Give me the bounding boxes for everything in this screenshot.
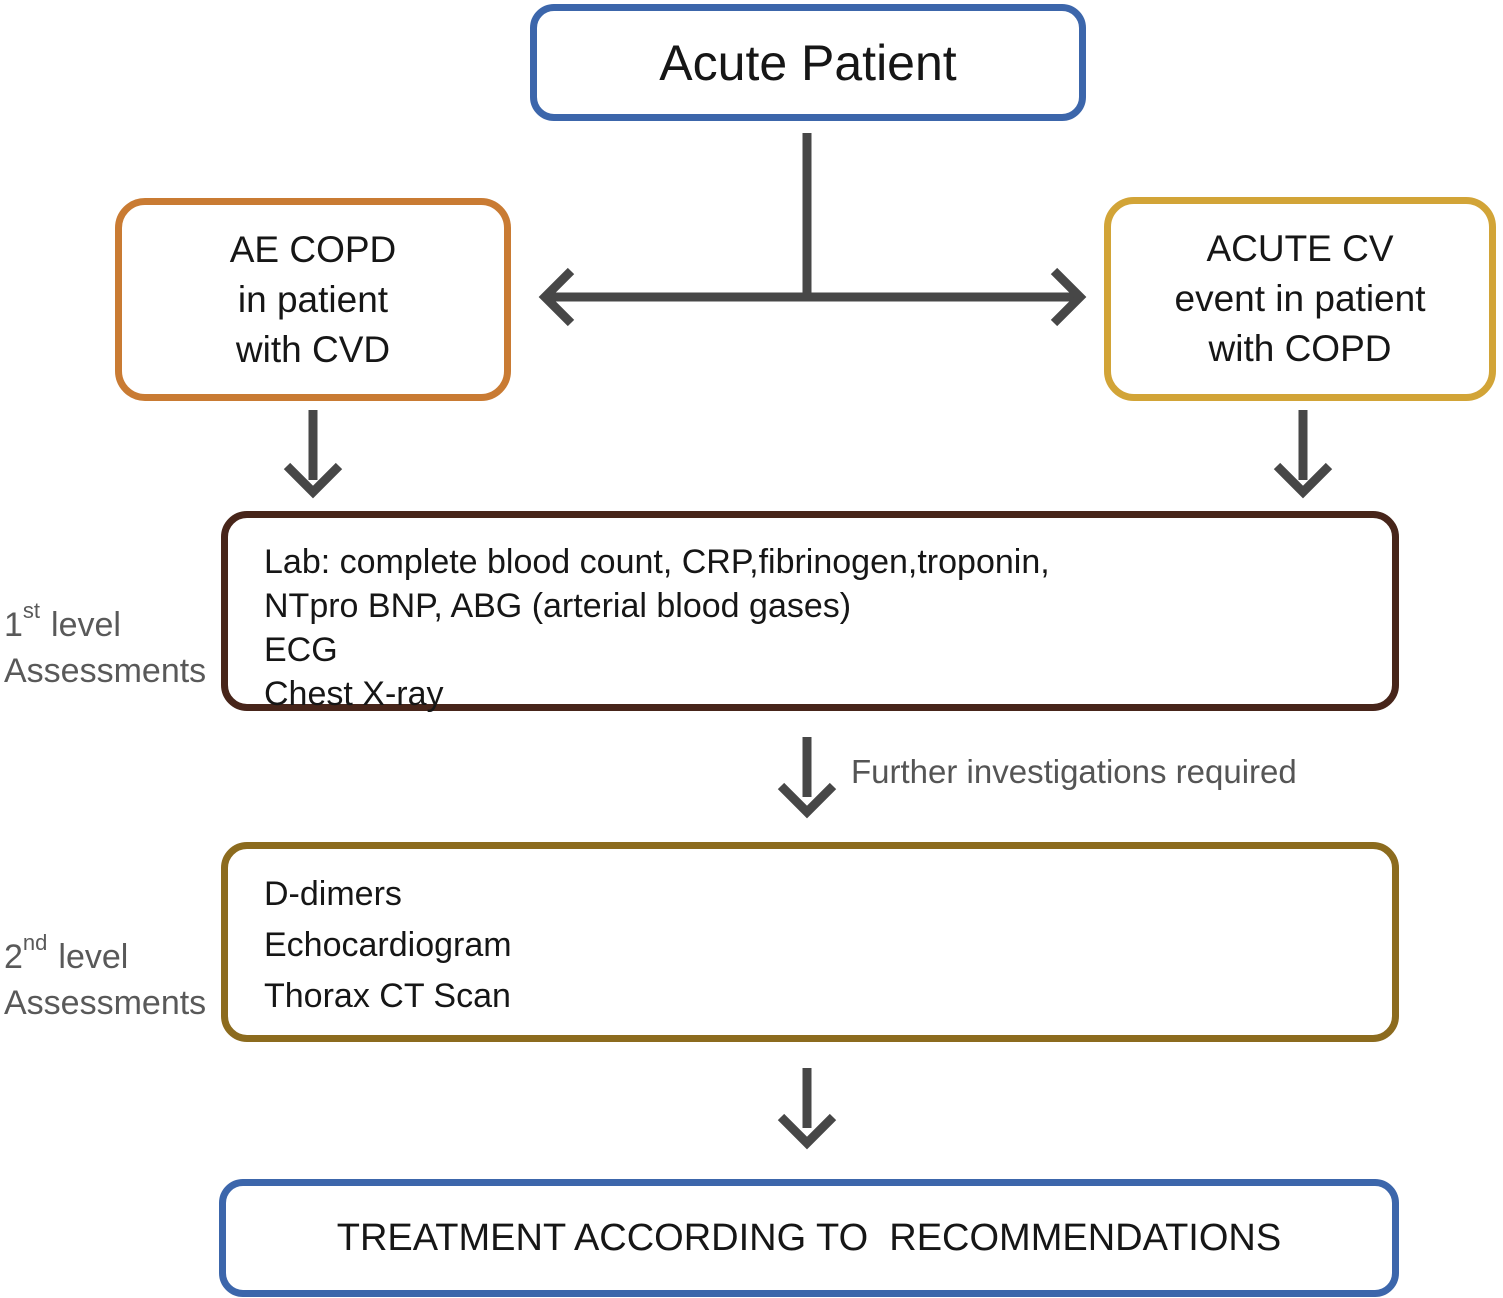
node-ae-copd: AE COPD in patient with CVD [115,198,511,401]
node-acute-cv-line: event in patient [1174,278,1426,319]
node-ae-copd-line: with CVD [235,328,391,370]
down-arrowhead-icon [283,462,343,499]
right-arrowhead-icon [1050,267,1087,327]
node-second-level-line: Echocardiogram [264,926,512,964]
ordinal-suffix: st [22,598,41,623]
level-word: level [58,938,129,976]
further-investigations-annotation: Further investigations required [851,753,1297,790]
level-word: level [51,606,121,644]
ordinal-number: 1 [4,606,23,644]
node-treatment-label: TREATMENT ACCORDING TO RECOMMENDATIONS [336,1216,1282,1259]
first-level-side-label-line2: Assessments [4,652,207,690]
node-treatment: TREATMENT ACCORDING TO RECOMMENDATIONS [219,1179,1399,1297]
node-acute-cv: ACUTE CV event in patient with COPD [1104,197,1496,401]
node-first-level-line: Lab: complete blood count, CRP,fibrinoge… [264,543,1050,581]
left-arrowhead-icon [538,267,575,327]
ordinal-number: 2 [4,938,23,976]
node-second-level-line: D-dimers [264,875,402,913]
down-arrowhead-icon [1273,462,1333,499]
node-acute-patient: Acute Patient [530,4,1086,121]
node-first-level-line: Chest X-ray [264,675,444,713]
node-first-level-line: NTpro BNP, ABG (arterial blood gases) [264,587,852,625]
node-first-level-assessments: Lab: complete blood count, CRP,fibrinoge… [221,511,1399,713]
node-acute-patient-label: Acute Patient [659,34,957,91]
ordinal-suffix: nd [22,930,48,955]
node-second-level-assessments: D-dimers Echocardiogram Thorax CT Scan [221,842,1399,1042]
node-second-level-line: Thorax CT Scan [264,977,511,1015]
node-acute-cv-line: ACUTE CV [1206,228,1394,269]
node-ae-copd-line: in patient [237,278,389,320]
node-first-level-line: ECG [264,631,338,669]
down-arrowhead-icon [777,782,837,819]
second-level-side-label-line2: Assessments [4,984,207,1022]
node-acute-cv-line: with COPD [1208,328,1392,369]
node-ae-copd-line: AE COPD [229,228,397,270]
down-arrowhead-icon [777,1113,837,1150]
